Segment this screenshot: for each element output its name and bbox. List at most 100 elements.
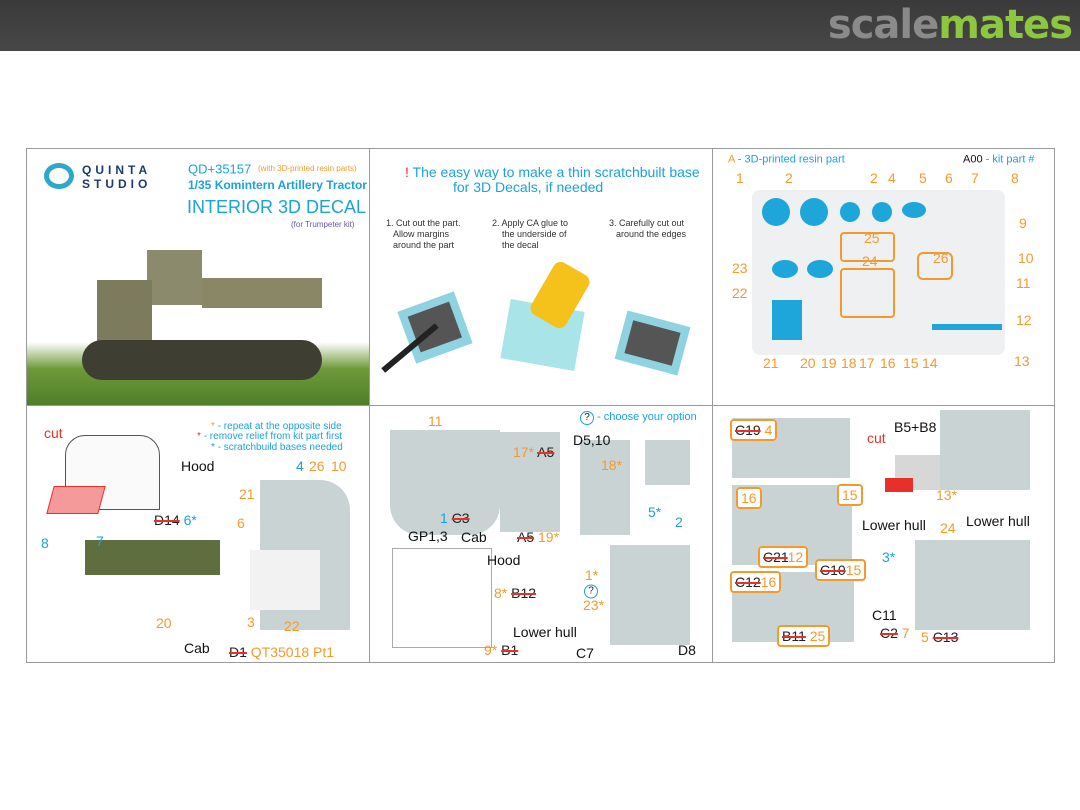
part-label: C1015	[815, 559, 867, 581]
cut-label: cut	[867, 430, 886, 446]
hood-shape	[97, 280, 152, 350]
part-label: 10	[331, 458, 347, 474]
part-label: 14	[922, 355, 938, 371]
part-label: A5 19*	[517, 529, 560, 545]
part-label: 24	[940, 520, 956, 536]
part-label: GP1,3	[408, 528, 448, 544]
rear-hull-drawing	[915, 540, 1030, 630]
notice-line1: ! The easy way to make a thin scratchbui…	[405, 164, 700, 180]
part-1	[762, 198, 790, 226]
tractor-photo	[27, 240, 369, 405]
product-subtitle: 1/35 Komintern Artillery Tractor	[188, 178, 367, 192]
seat-drawing	[250, 550, 320, 610]
part-4	[902, 202, 926, 218]
kit-note: (for Trumpeter kit)	[291, 220, 355, 229]
product-title: INTERIOR 3D DECAL	[187, 197, 367, 217]
part-label: 13	[1014, 353, 1030, 369]
brand-quinta: QUINTA	[82, 163, 152, 177]
hood-lineart	[392, 548, 492, 648]
part-label: 8	[41, 535, 49, 551]
part-label: 9* B1	[484, 642, 519, 658]
part-label: D5,10	[573, 432, 611, 448]
part-label: 20	[156, 615, 172, 631]
hood-label: Hood	[181, 458, 215, 474]
part-label: 25	[864, 230, 880, 246]
part-label: 21	[763, 355, 779, 371]
part-label: C7	[576, 645, 594, 661]
part-label: 3*	[882, 549, 896, 565]
part-13	[932, 324, 1002, 330]
part-label: 6	[237, 515, 245, 531]
notice-line2: for 3D Decals, if needed	[453, 179, 604, 195]
part-label: B5+B8	[894, 419, 937, 435]
part-label: 15	[903, 355, 919, 371]
latch-closeup	[645, 440, 690, 485]
cab-label: Cab	[184, 640, 210, 656]
part-26-box	[917, 252, 953, 280]
hood-label: Hood	[487, 552, 521, 568]
part-label: 3	[247, 614, 255, 630]
brand-studio: STUDIO	[82, 177, 152, 191]
part-label: 8* B12	[494, 585, 537, 601]
cab-front-drawing	[390, 430, 500, 535]
part-label: 20	[800, 355, 816, 371]
legend-repeat: * - repeat at the opposite side	[211, 421, 342, 432]
floor-panel-drawing	[610, 545, 690, 645]
part-21	[772, 300, 802, 340]
part-label: 10	[1018, 250, 1034, 266]
part-label: C1216	[730, 571, 782, 593]
part-label: 9	[1019, 215, 1027, 231]
scalemates-logo[interactable]: scalemates	[827, 2, 1073, 48]
part-label: C2 7	[880, 625, 910, 641]
part-23	[807, 260, 833, 278]
part-label: 5 C13	[921, 629, 959, 645]
part-label: 22	[732, 285, 748, 301]
part-label: 7	[971, 170, 979, 186]
part-label: 4	[888, 170, 896, 186]
part-1	[800, 198, 828, 226]
part-label: 5	[919, 170, 927, 186]
choose-option-legend: ? - choose your option	[580, 411, 697, 425]
cab-shape	[147, 250, 202, 305]
legend-resin: A - 3D-printed resin part	[728, 153, 845, 166]
part-label: 1	[736, 170, 744, 186]
part-label: D8	[678, 642, 696, 658]
part-label: B11 25	[777, 625, 831, 647]
legend-kit-part: A00 - kit part #	[963, 153, 1035, 166]
legend-remove-relief: * - remove relief from kit part first	[197, 431, 343, 442]
dashboard-drawing	[85, 540, 220, 575]
tracks-shape	[82, 340, 322, 380]
part-label: C2112	[758, 546, 809, 568]
part-label: 26	[933, 250, 949, 266]
part-label: 21	[239, 486, 255, 502]
part-2	[840, 202, 860, 222]
part-label: 17	[859, 355, 875, 371]
part-label: 5*	[648, 504, 662, 520]
part-label: 2	[785, 170, 793, 186]
quinta-logo-icon	[44, 163, 74, 189]
part-label: 16	[736, 487, 762, 509]
hull-side-drawing	[940, 410, 1030, 490]
part-23	[772, 260, 798, 278]
divider	[26, 405, 1055, 406]
part-label: C19 4	[730, 419, 778, 441]
product-code: QD+35157	[188, 161, 252, 177]
part-label: D14 6*	[154, 512, 197, 528]
part-label: 4	[296, 458, 304, 474]
part-label: 24	[862, 253, 878, 269]
resin-parts-sprue	[752, 190, 1005, 355]
part-label: 11	[1016, 275, 1031, 291]
part-label: 2	[675, 514, 683, 530]
part-label: 8	[1011, 170, 1019, 186]
cut-area	[885, 478, 913, 492]
legend-scratchbuild: * - scratchbuild bases needed	[211, 442, 343, 453]
part-label: 1 C3	[440, 510, 470, 526]
door-right-drawing	[580, 440, 630, 535]
lower-hull-label: Lower hull	[513, 624, 577, 640]
part-label: 2	[870, 170, 878, 186]
option-icon: ?	[584, 582, 598, 599]
part-label: 15	[837, 484, 863, 506]
part-label: 22	[284, 618, 300, 634]
